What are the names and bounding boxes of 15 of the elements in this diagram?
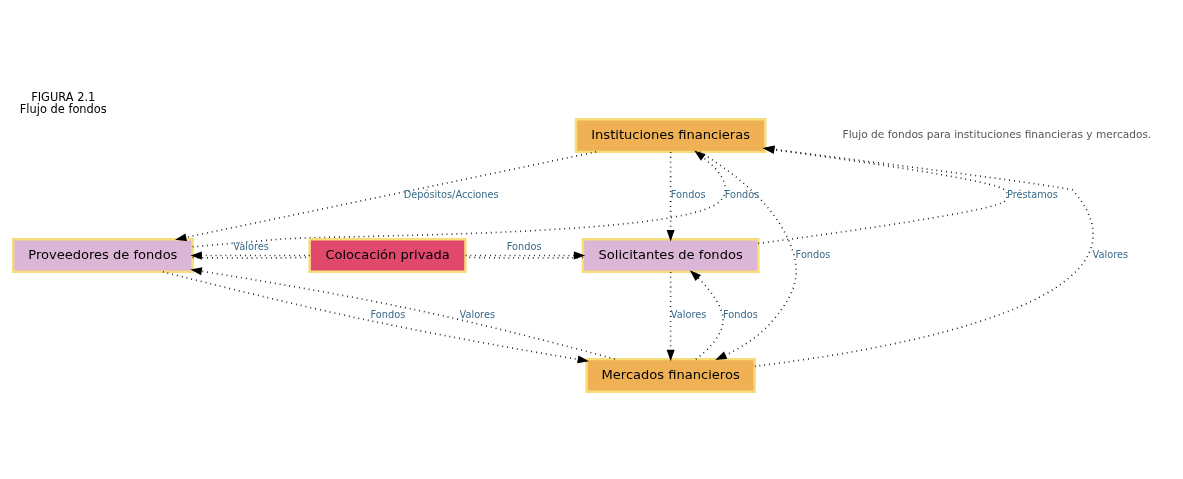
edge-label: Fondos [370, 308, 406, 320]
diagram-title: FIGURA 2.1 [31, 89, 96, 104]
edge-label: Fondos [795, 248, 831, 260]
edge-label: Valores [670, 308, 707, 320]
edge-label: Valores [233, 240, 269, 252]
edge-label: Fondos [723, 308, 758, 320]
edge-label: Valores [459, 308, 496, 320]
label: Flujo de fondos para instituciones financieras y mercados. [842, 127, 1152, 140]
edge-label: Fondos [670, 188, 706, 200]
edge-label: Valores [1092, 248, 1129, 260]
edge-label: Depósitos/Acciones [403, 188, 499, 200]
edge-label: Fondos [724, 188, 760, 200]
edge-label: Fondos [506, 240, 542, 252]
caption: Flujo de fondos [19, 101, 107, 116]
edge-label: Préstamos [1006, 188, 1058, 200]
